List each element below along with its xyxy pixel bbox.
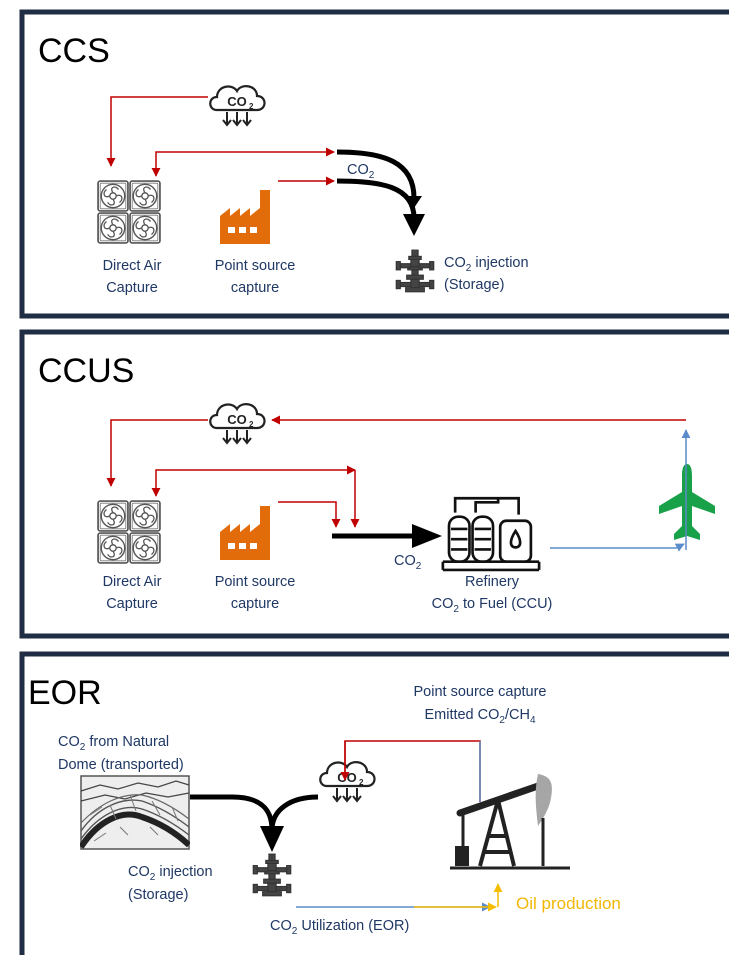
wellhead-icon [395, 249, 435, 293]
eor-dome-label-2: Dome (transported) [58, 757, 184, 773]
ccs-dac-label-1: Direct Air [103, 258, 162, 274]
co2-cloud-icon [209, 85, 266, 127]
ccs-injection-label-2: (Storage) [444, 277, 504, 293]
eor-injection-arrowhead [260, 826, 284, 852]
ccus-refinery-label-2: CO2 to Fuel (CCU) [432, 596, 553, 615]
ccus-panel: CCUS CO2 Direct Air Capture Point source… [19, 329, 729, 639]
ccs-dac-output-arrow [151, 147, 335, 177]
ccs-title: CCS [38, 32, 110, 70]
co2-cloud-icon [209, 403, 266, 445]
eor-injection-label-1: CO2 injection [128, 864, 213, 883]
ccus-title: CCUS [38, 352, 134, 390]
eor-panel-frame [19, 651, 729, 955]
ccus-dac-intake-arrow [106, 419, 208, 487]
eor-ps-label: Point source capture [414, 684, 547, 700]
ccs-co2-arrowhead-1 [406, 196, 422, 208]
eor-title: EOR [28, 674, 102, 712]
factory-icon [220, 506, 270, 560]
eor-oil-production-label: Oil production [516, 894, 621, 913]
eor-dome-flow [190, 794, 275, 831]
ccus-ps-output-arrow [278, 501, 341, 528]
ccs-panel-frame [19, 9, 729, 319]
ccus-ps-label-1: Point source [215, 574, 296, 590]
ccs-ps-label-1: Point source [215, 258, 296, 274]
natural-dome-icon [81, 776, 189, 849]
ccs-co2-flow-upper [336, 149, 417, 199]
factory-icon [220, 190, 270, 244]
ccs-dac-intake-arrow [106, 96, 208, 167]
ccs-ps-label-2: capture [231, 280, 279, 296]
eor-panel: EOR Point source capture Emitted CO2/CH4… [19, 651, 729, 955]
ccs-panel: CCS CO2 Direct Air Capture Point source … [19, 9, 729, 319]
wellhead-icon [252, 853, 292, 897]
ccus-fuel-arrow [550, 543, 685, 552]
ccus-co2-label: CO2 [394, 553, 422, 572]
ccus-refinery-label-1: Refinery [465, 574, 520, 590]
co2-cloud-icon [319, 761, 376, 803]
ccus-co2-arrowhead [412, 524, 442, 548]
refinery-icon [441, 496, 541, 572]
ccus-dac-label-1: Direct Air [103, 574, 162, 590]
ccus-panel-frame [19, 329, 729, 639]
dac-fan-icon [98, 181, 160, 243]
ccus-ps-label-2: capture [231, 596, 279, 612]
dac-fan-icon [98, 501, 160, 563]
ccs-dac-label-2: Capture [106, 280, 158, 296]
eor-utilization-label: CO2 Utilization (EOR) [270, 918, 409, 937]
ccus-dac-label-2: Capture [106, 596, 158, 612]
eor-injection-label-2: (Storage) [128, 887, 188, 903]
ccs-injection-label-1: CO2 injection [444, 255, 529, 274]
eor-recycle-flow [269, 794, 319, 831]
ccs-co2-arrowhead-2 [403, 214, 425, 236]
airplane-icon [659, 464, 715, 540]
pumpjack-icon [450, 774, 570, 868]
ccs-co2-label: CO2 [347, 162, 375, 181]
eor-emitted-label: Emitted CO2/CH4 [424, 707, 535, 726]
eor-dome-label-1: CO2 from Natural [58, 734, 169, 753]
ccs-co2-flow-lower [336, 178, 417, 219]
ccus-dac-output-arrow [151, 465, 356, 497]
